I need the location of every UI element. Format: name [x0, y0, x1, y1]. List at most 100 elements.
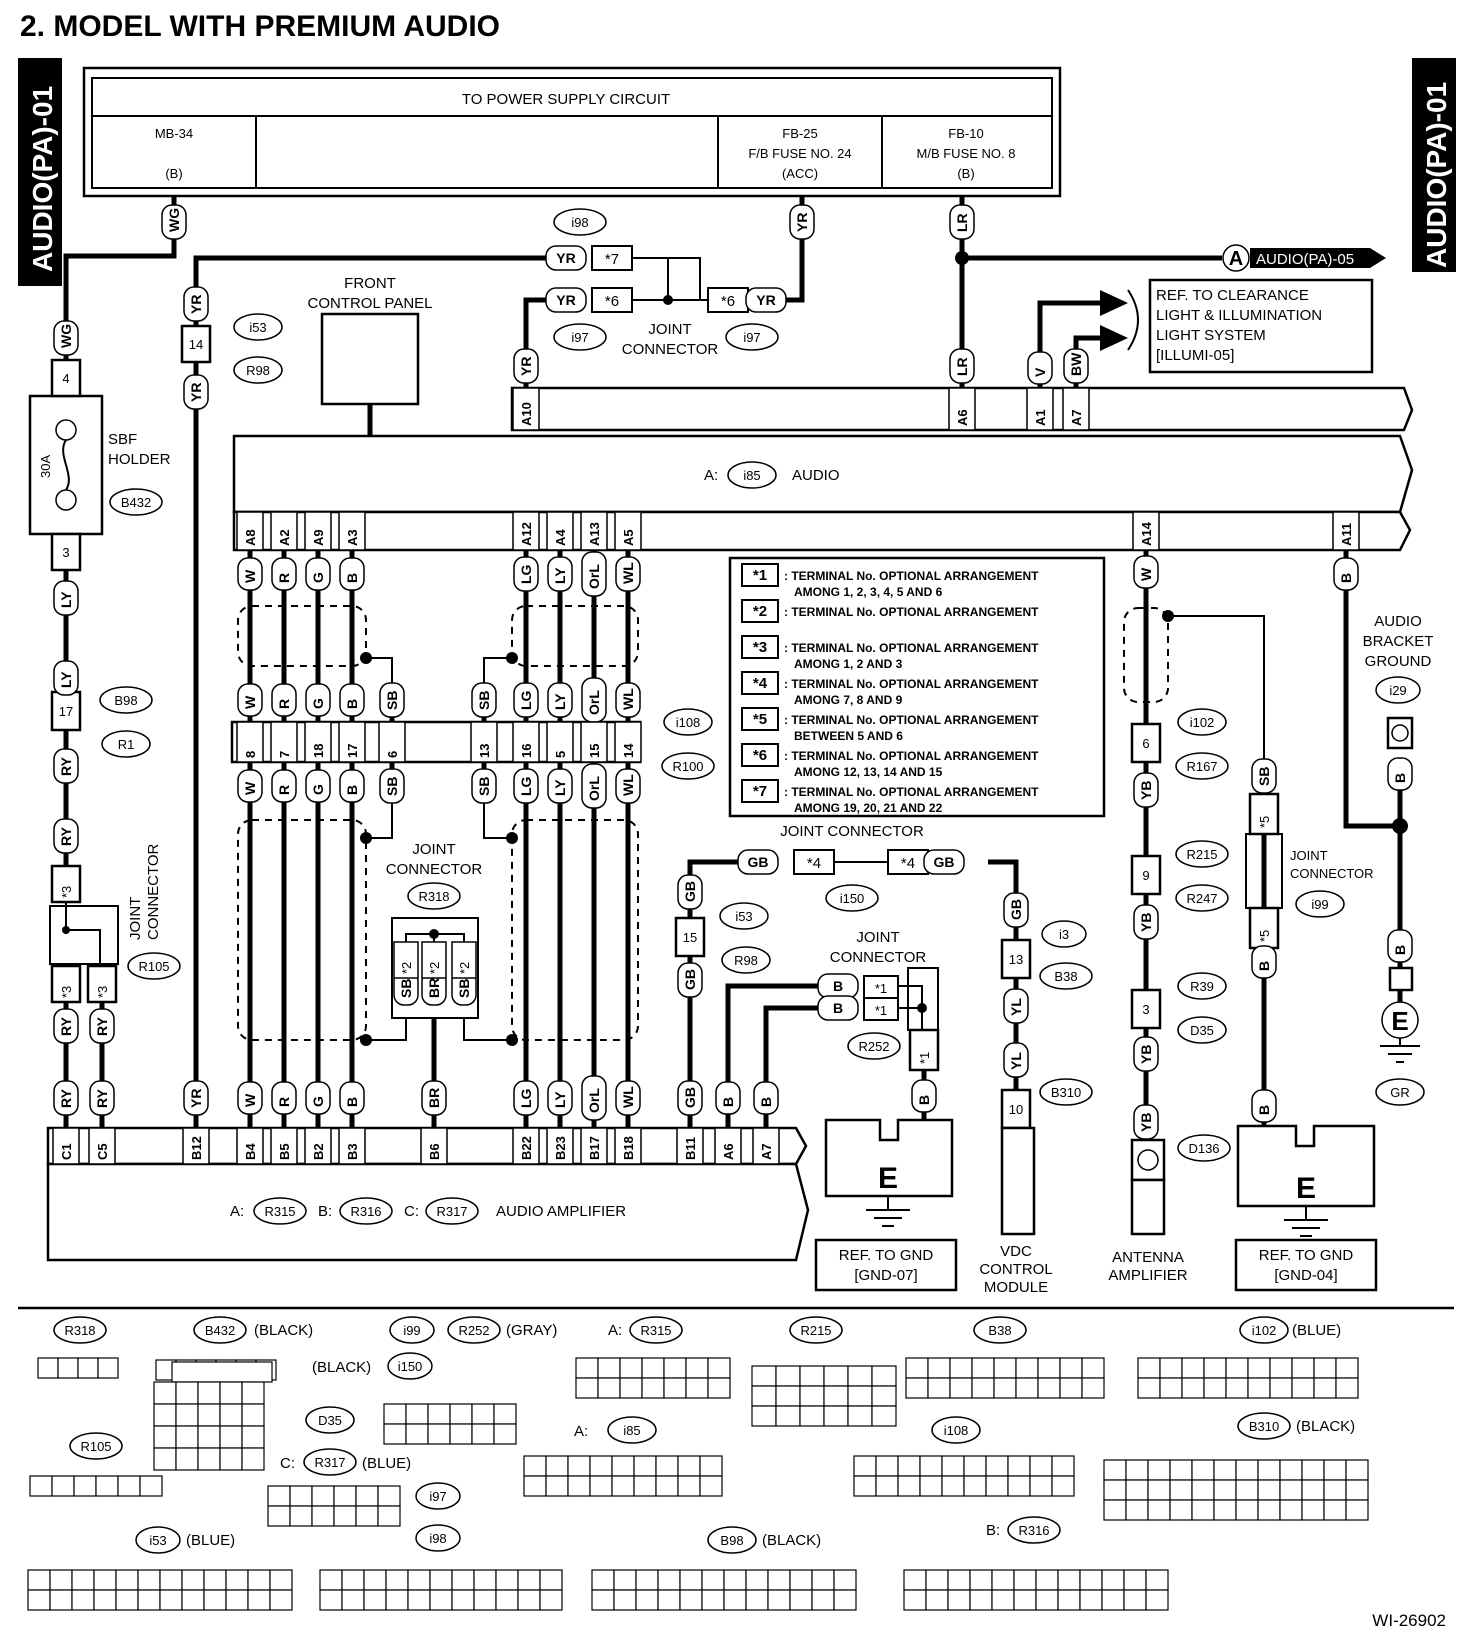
wire-color-text: B — [1256, 1105, 1272, 1115]
wire-color-text: LG — [518, 690, 534, 710]
fb10-label: FB-10 — [948, 126, 983, 141]
wire-color-text: LY — [58, 591, 74, 608]
b-color: B — [1251, 945, 1277, 979]
audio-bottom-pin: A9 — [304, 511, 332, 551]
terminal-pin-text: 15 — [587, 744, 602, 758]
gb-color-h: GB — [737, 849, 779, 875]
terminal-pin-text: A7 — [1069, 409, 1084, 426]
b98-pin: 17 — [59, 704, 73, 719]
lr-color: LR — [949, 348, 975, 384]
wire-color-text: LG — [518, 564, 534, 584]
r318-star-text: *2 — [427, 962, 442, 974]
wire-color-text: RY — [94, 1016, 110, 1036]
i108-pin: 8 — [236, 721, 264, 763]
connector-view-label: i53 — [135, 1526, 181, 1554]
legend-row: *6: TERMINAL No. OPTIONAL ARRANGEMENTAMO… — [741, 743, 1039, 779]
amp-pin: C1 — [52, 1127, 80, 1165]
yr-color-h: YR — [545, 245, 587, 271]
wire-color-text: W — [242, 695, 258, 709]
amp-pin: B18 — [614, 1127, 642, 1165]
i150-label: i150 — [840, 891, 865, 906]
b310-pin: 10 — [1009, 1102, 1023, 1117]
terminal-pin-text: B3 — [345, 1143, 360, 1160]
sb-color: SB — [1251, 758, 1277, 794]
legend-row: *3: TERMINAL No. OPTIONAL ARRANGEMENTAMO… — [741, 635, 1039, 671]
yb-color: YB — [1133, 1104, 1159, 1140]
i150-star-right: *4 — [901, 855, 915, 872]
wire-color-text: R — [276, 699, 292, 709]
connector-view-label-text: B432 — [205, 1323, 235, 1338]
wire-color-text: OrL — [586, 564, 602, 589]
r96-label: R98 — [246, 363, 270, 378]
joint-connector-i98-i97: *7 *6 *6 i98 i97 i97 JOINT CONNECTOR — [553, 208, 779, 358]
ry-color: RY — [89, 1080, 115, 1116]
b-color: B — [911, 1079, 937, 1113]
audio-bottom-pin: A8 — [236, 511, 264, 551]
i102-pin: 6 — [1142, 736, 1149, 751]
wire-color-text: GB — [1008, 899, 1024, 920]
gb-color: GB — [677, 1080, 703, 1116]
offpage-letter: A — [1229, 248, 1243, 270]
terminal-pin-text: B18 — [621, 1136, 636, 1160]
yr-color-h: YR — [545, 287, 587, 313]
sbf-label-2: HOLDER — [108, 451, 171, 468]
wire-color-text: LR — [954, 357, 970, 376]
front-panel-label-1: FRONT — [344, 275, 396, 292]
legend-row: *7: TERMINAL No. OPTIONAL ARRANGEMENTAMO… — [741, 779, 1039, 815]
wire-color-text: R — [276, 1097, 292, 1107]
wire-color-text: SB — [1256, 767, 1272, 786]
amp-wire-color: LG — [513, 1080, 539, 1116]
wire-color-text: B — [833, 1000, 843, 1016]
wire-color-text: WL — [620, 1086, 636, 1108]
terminal-pin-text: A13 — [587, 522, 602, 546]
legend-text: : TERMINAL No. OPTIONAL ARRANGEMENT — [784, 785, 1039, 799]
i108-pin: 5 — [546, 721, 574, 763]
amp-wire-color: OrL — [581, 1075, 607, 1121]
wire-color-text: B — [916, 1095, 932, 1105]
wire-color-text: YR — [556, 292, 575, 308]
connector-view-label: B432 — [193, 1316, 247, 1344]
wire-color-text: SB — [456, 979, 472, 998]
b310-label: B310 — [1051, 1085, 1081, 1100]
amp-conn-a: R315 — [264, 1204, 295, 1219]
r215-label: R215 — [1186, 847, 1217, 862]
legend-star: *1 — [753, 567, 767, 584]
side-tab-left-label: AUDIO(PA)-01 — [27, 86, 58, 272]
amp-pin: B3 — [338, 1127, 366, 1165]
connector-view-label-text: i53 — [149, 1533, 166, 1548]
connector-view-label-text: i108 — [944, 1423, 969, 1438]
terminal-pin-text: A6 — [955, 409, 970, 426]
terminal-pin-text: A14 — [1139, 521, 1154, 546]
connector-view-label: i98 — [415, 1524, 461, 1552]
yr-color: YR — [183, 1080, 209, 1116]
wire-color-text: G — [310, 784, 326, 795]
wire-color-text: GB — [682, 1087, 698, 1108]
wire-color-text: YB — [1138, 781, 1154, 800]
amp-wire-color: WL — [615, 1080, 641, 1116]
legend-row: *4: TERMINAL No. OPTIONAL ARRANGEMENTAMO… — [741, 671, 1039, 707]
connector-view-caption: (BLUE) — [362, 1455, 411, 1472]
connector-view-label: R315 — [629, 1316, 683, 1344]
connector-view-label-text: i98 — [429, 1531, 446, 1546]
vdc-module: 13 i3 B38 10 B310 VDC CONTROL MODULE — [979, 920, 1093, 1296]
legend-star: *5 — [753, 711, 767, 728]
w-color: W — [1133, 555, 1159, 589]
wire-color-text: YL — [1008, 998, 1024, 1016]
sbf-holder: 4 3 30A SBF HOLDER B432 17 B98 R1 — [28, 358, 171, 866]
b38-label: B38 — [1054, 969, 1077, 984]
sbf-pin-top: 4 — [62, 371, 69, 386]
terminal-pin-text: 16 — [519, 744, 534, 758]
i29-label: i29 — [1389, 683, 1406, 698]
terminal-pin-text: A6 — [721, 1143, 736, 1160]
connector-view-label-text: i85 — [623, 1423, 640, 1438]
i99-label: i99 — [1311, 897, 1328, 912]
gnd04-ref-1: REF. TO GND — [1259, 1247, 1354, 1264]
bw-color: BW — [1063, 348, 1089, 384]
r252-star-3: *1 — [917, 1052, 932, 1064]
legend-text: AMONG 12, 13, 14 AND 15 — [794, 765, 943, 779]
amp-pin: B2 — [304, 1127, 332, 1165]
terminal-pin-text: 14 — [621, 743, 636, 758]
wire-color-text: B — [344, 1097, 360, 1107]
wire-color-text: B — [720, 1097, 736, 1107]
